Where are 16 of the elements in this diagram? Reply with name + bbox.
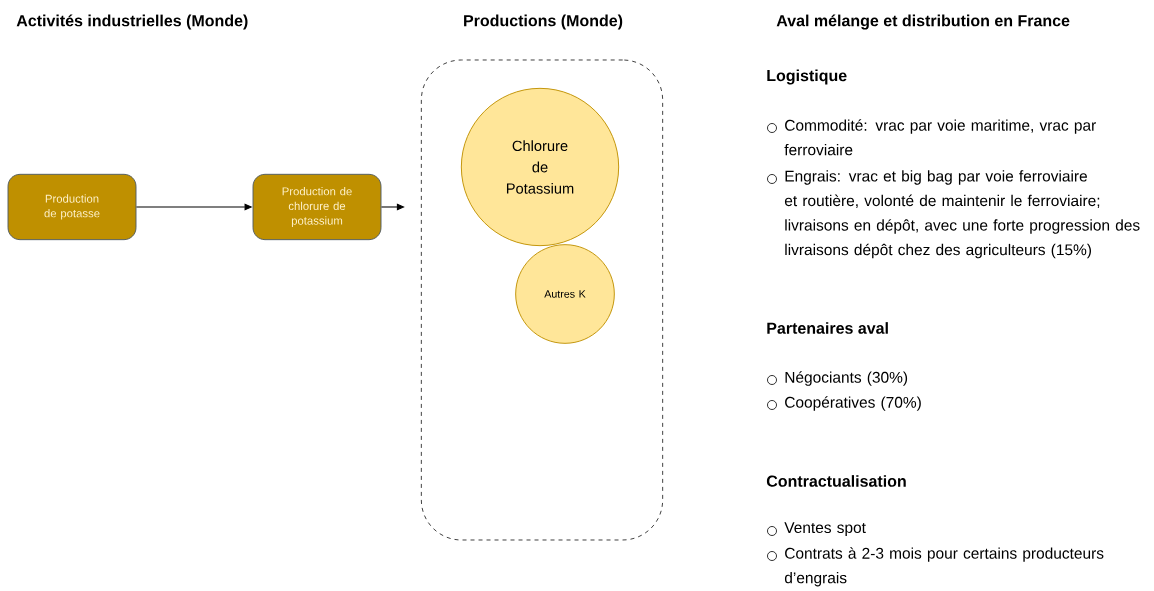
bullet-text: Contrats à 2-3 mois pour certains producteurs d’engrais xyxy=(784,547,1104,587)
arrow xyxy=(380,203,405,211)
process-box: Production de potasse xyxy=(7,173,137,241)
bullet-text: Coopératives (70%) xyxy=(785,396,921,411)
section-heading: Logistique xyxy=(767,69,847,85)
column-heading: Aval mélange et distribution en France xyxy=(776,14,1070,30)
section-heading: Partenaires aval xyxy=(767,322,888,334)
process-box: Production de chlorure de potassium xyxy=(252,173,382,241)
bullet-text: Engrais: vrac et big bag par voie ferroviaire et routière, volonté de maintenir le ferroviaire; livraisons en dépôt, avec une forte progression des livraisons dépôt chez des agriculteurs (15%) xyxy=(784,170,1140,259)
dashed-frame xyxy=(420,59,664,541)
section-heading: Contractualisation xyxy=(766,475,906,487)
bullet-text: Négociants (30%) xyxy=(785,371,908,386)
column-heading: Activités industrielles (Monde) xyxy=(16,14,248,30)
bullet-text: Commodité: vrac par voie maritime, vrac par ferroviaire xyxy=(784,119,1096,156)
bullet-text: Ventes spot xyxy=(784,522,866,537)
column-heading: Productions (Monde) xyxy=(464,14,623,30)
